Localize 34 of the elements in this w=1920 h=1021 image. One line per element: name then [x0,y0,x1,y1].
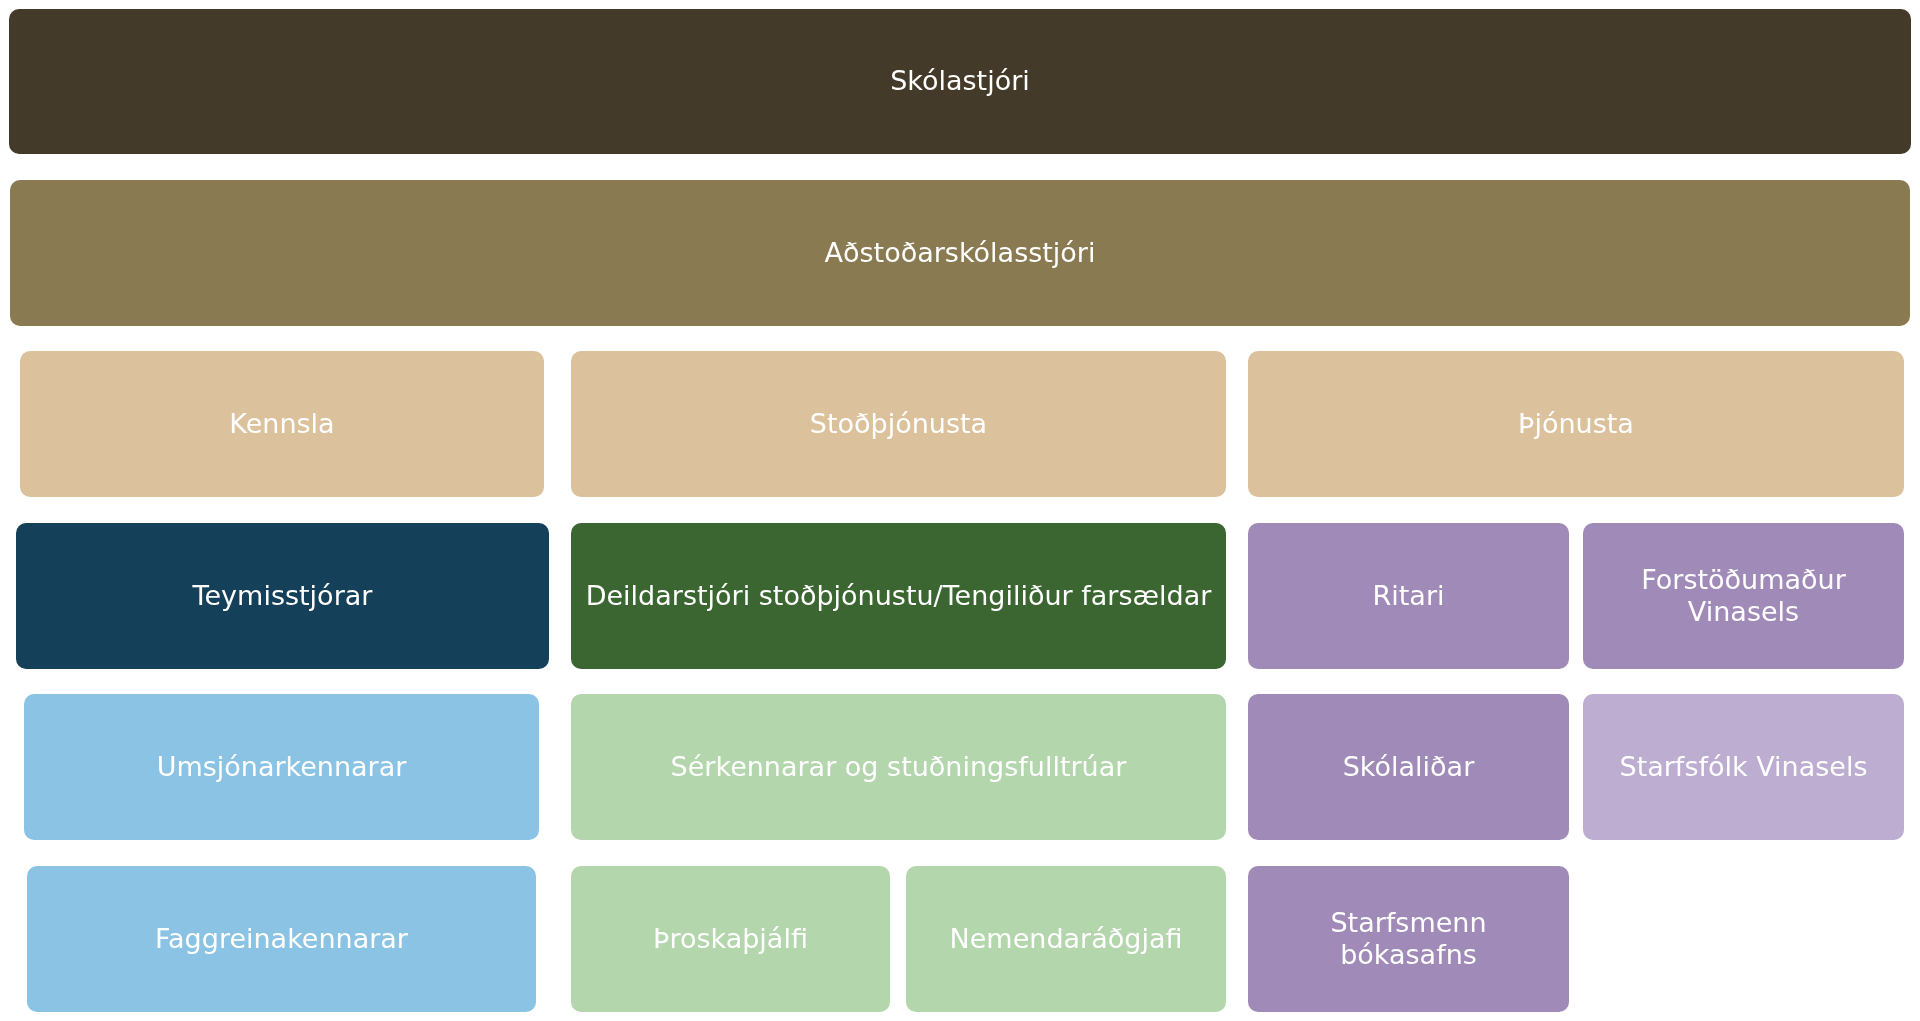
role-box [1583,523,1904,669]
box-label: Ritari [1372,579,1445,613]
role-box [27,866,536,1012]
box-label: Umsjónarkennarar [156,750,407,784]
box-label: Kennsla [229,407,335,441]
department-box [571,351,1226,497]
box-label: Skólaliðar [1342,750,1475,784]
box-label: Nemendaráðgjafi [949,922,1183,956]
role-box [1248,866,1569,1012]
role-box [1248,694,1569,840]
box-label: Teymisstjórar [192,579,373,613]
box-label: Þjónusta [1518,407,1634,441]
role-box [16,523,549,669]
department-box [20,351,544,497]
box-label: Starfsmenn bókasafns [1329,906,1488,972]
role-box [906,866,1226,1012]
department-box [1248,351,1904,497]
role-box [571,866,890,1012]
box-label: Faggreinakennarar [155,922,408,956]
box-label: Deildarstjóri stoðþjónustu/Tengiliður farsældar [585,579,1212,613]
box-label: Starfsfólk Vinasels [1619,750,1868,784]
role-box [1248,523,1569,669]
box-label: Skólastjóri [890,65,1030,98]
leader-box [9,9,1911,154]
role-box [24,694,539,840]
role-box [571,694,1226,840]
box-label: Sérkennarar og stuðningsfulltrúar [670,750,1127,784]
box-label: Þroskaþjálfi [653,922,808,956]
role-box [571,523,1226,669]
box-label: Forstöðumaður Vinasels [1640,563,1847,629]
leader-box [10,180,1910,326]
box-label: Aðstoðarskólasstjóri [824,236,1096,270]
role-box [1583,694,1904,840]
box-label: Stoðþjónusta [809,407,988,441]
